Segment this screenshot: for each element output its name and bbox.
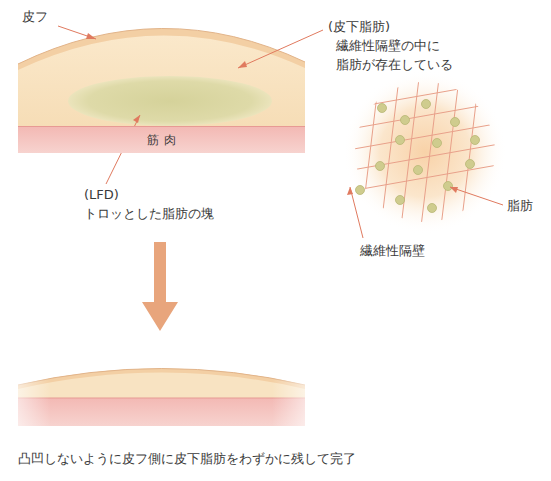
fat-cells xyxy=(356,100,480,213)
fat-cell xyxy=(422,100,431,109)
fat-cell xyxy=(378,104,387,113)
septa-label: 繊維性隔壁 xyxy=(360,242,425,261)
septum-line xyxy=(320,70,340,235)
fat-cell xyxy=(451,118,460,127)
lfd-heading: (LFD) xyxy=(84,186,119,205)
muscle-label: 筋 肉 xyxy=(147,132,176,149)
lfd-fat-mass xyxy=(68,76,272,126)
skin-layer xyxy=(18,28,305,70)
fat-description: 繊維性隔壁の中に 脂肪が存在している xyxy=(336,37,486,75)
lfd-description: トロッとした脂肪の塊 xyxy=(84,205,214,224)
fibrous-septa xyxy=(300,0,526,235)
fat-cell xyxy=(444,182,453,191)
down-arrow xyxy=(142,242,178,331)
fat-cell xyxy=(396,196,405,205)
fat-cell xyxy=(466,160,475,169)
septum-line xyxy=(340,80,510,110)
edge-fade xyxy=(16,350,307,428)
fat-cell xyxy=(414,166,423,175)
fat-heading: (皮下脂肪) xyxy=(328,18,390,37)
fat-cell-label: 脂肪 xyxy=(507,197,533,216)
septum-line xyxy=(420,70,440,235)
subcutaneous-fat xyxy=(18,28,305,127)
fat-cell xyxy=(471,136,480,145)
skin-label: 皮フ xyxy=(22,8,48,27)
muscle-band: 筋 肉 xyxy=(18,126,305,153)
fat-cell xyxy=(401,116,410,125)
fat-cell xyxy=(433,139,442,148)
fat-cell xyxy=(396,136,405,145)
septum-line xyxy=(340,70,360,235)
septum-line xyxy=(400,70,420,235)
septum-line xyxy=(440,70,460,235)
fat-cell xyxy=(356,186,365,195)
septum-line xyxy=(460,70,480,235)
septum-line xyxy=(356,160,526,190)
skin-line xyxy=(18,28,305,64)
septum-line xyxy=(380,70,400,235)
caption: 凸凹しないように皮フ側に皮下脂肪をわずかに残して完了 xyxy=(18,450,356,468)
fat-cell xyxy=(376,162,385,171)
septum-line xyxy=(360,70,380,235)
fat-cell xyxy=(428,204,437,213)
